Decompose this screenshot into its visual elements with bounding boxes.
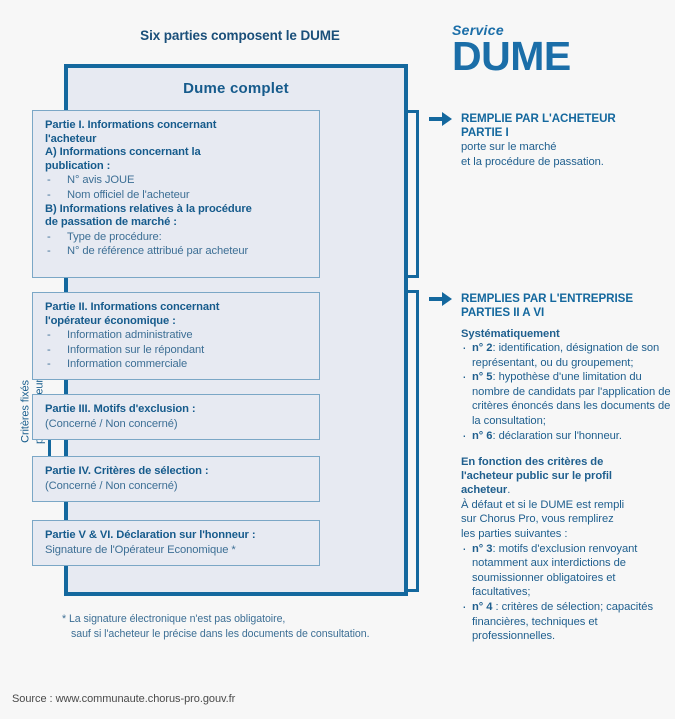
page-title: Six parties composent le DUME — [140, 28, 340, 43]
part-4-heading: Partie IV. Critères de sélection : — [45, 465, 209, 477]
list-item: n° 4 : critères de sélection; capacités … — [461, 599, 675, 644]
list-item: Type de procédure: — [45, 230, 309, 245]
list-item: N° de référence attribué par acheteur — [45, 244, 309, 259]
en-fonction-line-3: acheteur. — [461, 483, 675, 498]
list-item: N° avis JOUE — [45, 173, 309, 188]
part-box-5[interactable]: Partie V & VI. Déclaration sur l'honneur… — [32, 520, 320, 566]
part-1-bullets-b: Type de procédure: N° de référence attri… — [45, 230, 309, 259]
part-box-1[interactable]: Partie I. Informations concernant l'ache… — [32, 110, 320, 278]
entreprise-head-line-1: REMPLIES PAR L'ENTREPRISE — [461, 292, 633, 305]
part-box-4[interactable]: Partie IV. Critères de sélection : (Conc… — [32, 456, 320, 502]
logo-service-text: Service — [452, 22, 504, 38]
criteres-line-1: Critères fixés — [19, 380, 32, 443]
acheteur-head-line-2: PARTIE I — [461, 126, 509, 139]
list-item: Nom officiel de l'acheteur — [45, 188, 309, 203]
acheteur-body-line-2: et la procédure de passation. — [461, 155, 604, 168]
defaut-line-2: sur Chorus Pro, vous remplirez — [461, 513, 614, 526]
arrow-right-icon — [429, 112, 452, 126]
part-5-sub: Signature de l'Opérateur Economique * — [45, 543, 236, 556]
bullet-num: n° 5 — [472, 371, 493, 384]
acheteur-period: . — [507, 484, 511, 497]
entreprise-bullets-conditionnels: n° 3: motifs d'exclusion renvoyant notam… — [461, 541, 675, 644]
part-1-heading-line-2: l'acheteur — [45, 132, 97, 145]
defaut-line-1: À défaut et si le DUME est rempli — [461, 498, 625, 511]
list-item: n° 6: déclaration sur l'honneur. — [461, 428, 675, 444]
list-item: n° 5: hypothèse d'une limitation du nomb… — [461, 369, 675, 428]
logo-dume-text: DUME — [452, 33, 571, 79]
list-item: n° 3: motifs d'exclusion renvoyant notam… — [461, 541, 675, 600]
part-3-sub: (Concerné / Non concerné) — [45, 417, 178, 430]
footnote-line-2: sauf si l'acheteur le précise dans les d… — [71, 627, 370, 640]
right-bracket-icon-top — [408, 110, 419, 278]
bullet-text: : déclaration sur l'honneur. — [492, 429, 622, 442]
systematiquement-label: Systématiquement — [461, 328, 560, 340]
list-item: Information commerciale — [45, 357, 309, 372]
part-2-bullets: Information administrative Information s… — [45, 328, 309, 372]
part-box-3[interactable]: Partie III. Motifs d'exclusion : (Concer… — [32, 394, 320, 440]
part-2-heading-line-1: Partie II. Informations concernant — [45, 301, 220, 313]
part-1-heading-line-1: Partie I. Informations concernant — [45, 119, 217, 131]
en-fonction-line-1: En fonction des critères de — [461, 456, 604, 469]
arrow-right-icon — [429, 292, 452, 306]
footnote-line-1: * La signature électronique n'est pas ob… — [62, 613, 286, 625]
part-1-heading-line-4: publication : — [45, 159, 111, 172]
bullet-text: : motifs d'exclusion renvoyant notamment… — [472, 542, 638, 599]
footnote: * La signature électronique n'est pas ob… — [62, 612, 422, 641]
bullet-num: n° 3 — [472, 542, 493, 555]
entreprise-head-line-2: PARTIES II A VI — [461, 306, 545, 319]
right-section-acheteur: REMPLIE PAR L'ACHETEUR PARTIE I porte su… — [461, 112, 675, 169]
right-bracket-icon-bottom — [408, 290, 419, 592]
en-fonction-line-2: l'acheteur public sur le profil — [461, 470, 612, 483]
acheteur-head-line-1: REMPLIE PAR L'ACHETEUR — [461, 112, 616, 125]
source-line: Source : www.communaute.chorus-pro.gouv.… — [12, 693, 236, 705]
part-4-sub: (Concerné / Non concerné) — [45, 479, 178, 492]
bullet-text: : critères de sélection; capacités finan… — [472, 600, 653, 643]
acheteur-body-line-1: porte sur le marché — [461, 141, 557, 153]
list-item: Information sur le répondant — [45, 343, 309, 358]
part-1-heading-b-line-2: de passation de marché : — [45, 216, 177, 229]
part-1-heading-line-3: A) Informations concernant la — [45, 146, 201, 159]
list-item: n° 2: identification, désignation de son… — [461, 340, 675, 370]
entreprise-bullets-systematiques: n° 2: identification, désignation de son… — [461, 340, 675, 444]
part-2-heading-line-2: l'opérateur économique : — [45, 314, 176, 327]
bullet-num: n° 2 — [472, 342, 493, 354]
bullet-num: n° 4 — [472, 600, 493, 613]
bullet-text: : identification, désignation de son rep… — [472, 342, 660, 369]
right-section-entreprise: REMPLIES PAR L'ENTREPRISE PARTIES II A V… — [461, 292, 675, 644]
part-1-heading-b-line-1: B) Informations relatives à la procédure — [45, 202, 252, 215]
bullet-num: n° 6 — [472, 429, 493, 442]
defaut-line-3: les parties suivantes : — [461, 527, 568, 540]
list-item: Information administrative — [45, 328, 309, 343]
part-5-heading: Partie V & VI. Déclaration sur l'honneur… — [45, 529, 256, 541]
dume-logo: Service DUME — [452, 22, 571, 79]
acheteur-bold-word: acheteur — [461, 484, 508, 497]
part-box-2[interactable]: Partie II. Informations concernant l'opé… — [32, 292, 320, 380]
dume-complet-title: Dume complet — [183, 80, 289, 97]
part-1-bullets-a: N° avis JOUE Nom officiel de l'acheteur — [45, 173, 309, 202]
bullet-text: : hypothèse d'une limitation du nombre d… — [472, 371, 671, 427]
part-3-heading: Partie III. Motifs d'exclusion : — [45, 403, 196, 415]
